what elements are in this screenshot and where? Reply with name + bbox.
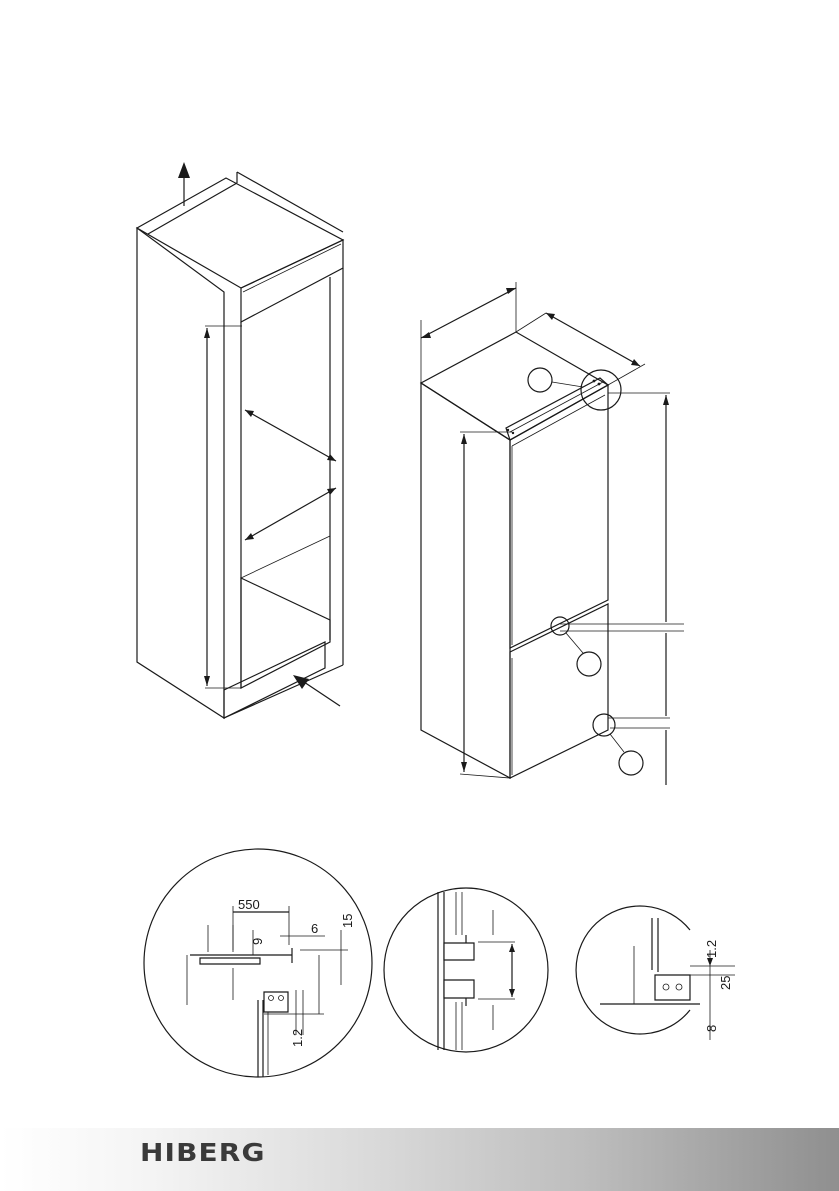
fridge-drawing — [421, 282, 684, 785]
dim-6-label: 6 — [311, 921, 318, 936]
dim-9-label: 9 — [250, 938, 265, 945]
detail-middle-hinge — [384, 888, 548, 1052]
dim-15-label: 15 — [340, 914, 355, 928]
installation-diagram: 550 6 15 9 1.2 — [0, 0, 839, 1120]
dim-25-label: 25 — [718, 976, 733, 990]
detail-bottom-fixing: 1.2 25 8 — [576, 906, 735, 1040]
dim-550-label: 550 — [238, 897, 260, 912]
dim-1-2-bottom-label: 1.2 — [704, 940, 719, 958]
dim-8-label: 8 — [704, 1025, 719, 1032]
cabinet-niche-drawing — [137, 162, 343, 718]
dim-1-2-top-label: 1.2 — [290, 1029, 305, 1047]
brand-logo: HIBERG — [140, 1138, 266, 1167]
detail-top-fixing: 550 6 15 9 1.2 — [144, 849, 372, 1077]
footer-bar: HIBERG — [0, 1128, 839, 1191]
